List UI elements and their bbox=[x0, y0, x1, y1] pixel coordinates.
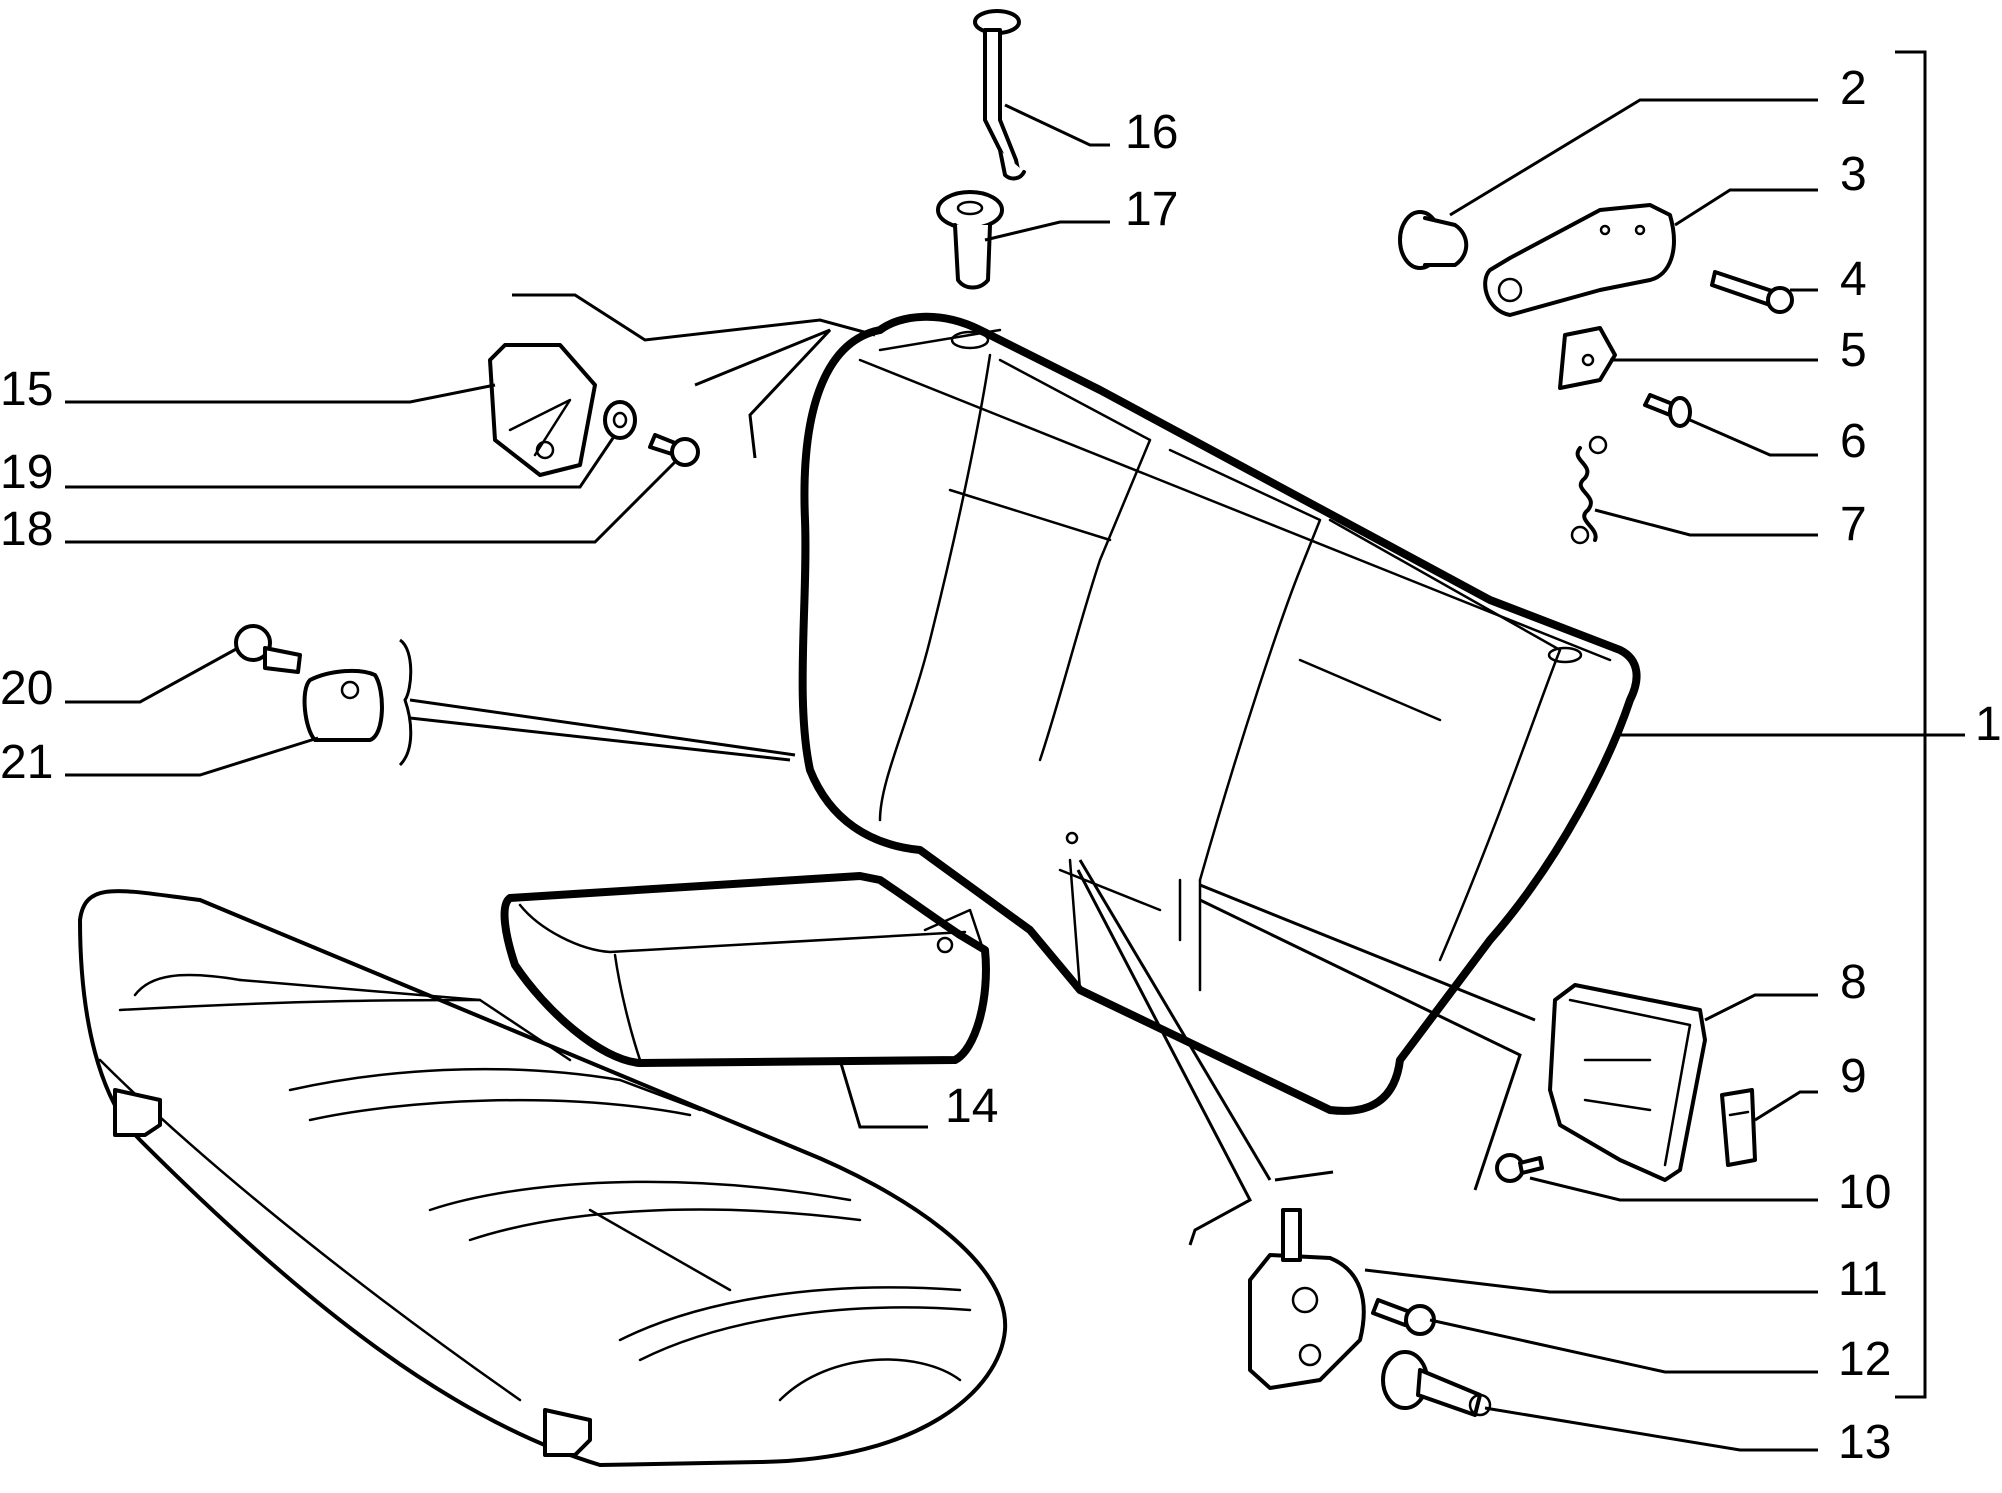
part-10-screw bbox=[1495, 1153, 1544, 1183]
callout-11: 11 bbox=[1838, 1253, 1888, 1306]
callout-10: 10 bbox=[1838, 1166, 1891, 1219]
leader-lines bbox=[65, 50, 1965, 1452]
part-16-rod bbox=[973, 9, 1026, 181]
callout-14: 14 bbox=[945, 1080, 998, 1133]
callout-15: 15 bbox=[0, 363, 53, 416]
part-15-bracket bbox=[488, 343, 597, 477]
part-6-screw bbox=[1643, 393, 1692, 428]
part-8-housing bbox=[1548, 983, 1707, 1182]
part-13-bolt bbox=[1381, 1350, 1492, 1417]
callout-7: 7 bbox=[1840, 498, 1867, 551]
callout-17: 17 bbox=[1125, 183, 1178, 236]
callout-3: 3 bbox=[1840, 148, 1867, 201]
callout-13: 13 bbox=[1838, 1416, 1891, 1469]
callout-20: 20 bbox=[0, 662, 53, 715]
part-9-button bbox=[1720, 1088, 1757, 1167]
seat-backrest bbox=[798, 312, 1641, 1115]
seat-cushion bbox=[78, 889, 1008, 1467]
callout-1: 1 bbox=[1975, 698, 2002, 751]
part-21-block bbox=[302, 668, 384, 742]
part-20-stud bbox=[234, 624, 302, 674]
callout-9: 9 bbox=[1840, 1050, 1867, 1103]
part-11-bracket bbox=[1248, 1208, 1366, 1390]
part-7-spring bbox=[1570, 435, 1608, 545]
callout-16: 16 bbox=[1125, 106, 1178, 159]
part-18-bolt bbox=[648, 433, 700, 467]
part-12-bolt bbox=[1371, 1298, 1436, 1336]
part-2-bushing bbox=[1398, 210, 1469, 270]
part-3-lever bbox=[1483, 203, 1676, 317]
callout-12: 12 bbox=[1838, 1333, 1891, 1386]
callout-5: 5 bbox=[1840, 324, 1867, 377]
part-17-grommet bbox=[936, 190, 1004, 290]
callout-labels: 2 3 4 5 6 7 1 8 9 10 11 12 13 14 15 19 1… bbox=[0, 62, 2002, 1469]
callout-19: 19 bbox=[0, 446, 53, 499]
part-4-pin bbox=[1710, 270, 1794, 314]
callout-2: 2 bbox=[1840, 62, 1867, 115]
callout-21: 21 bbox=[0, 736, 53, 789]
callout-8: 8 bbox=[1840, 956, 1867, 1009]
part-5-clip bbox=[1558, 326, 1617, 390]
part-19-washer bbox=[603, 400, 637, 440]
callout-4: 4 bbox=[1840, 253, 1867, 306]
armrest bbox=[500, 872, 990, 1067]
callout-6: 6 bbox=[1840, 415, 1867, 468]
callout-18: 18 bbox=[0, 503, 53, 556]
